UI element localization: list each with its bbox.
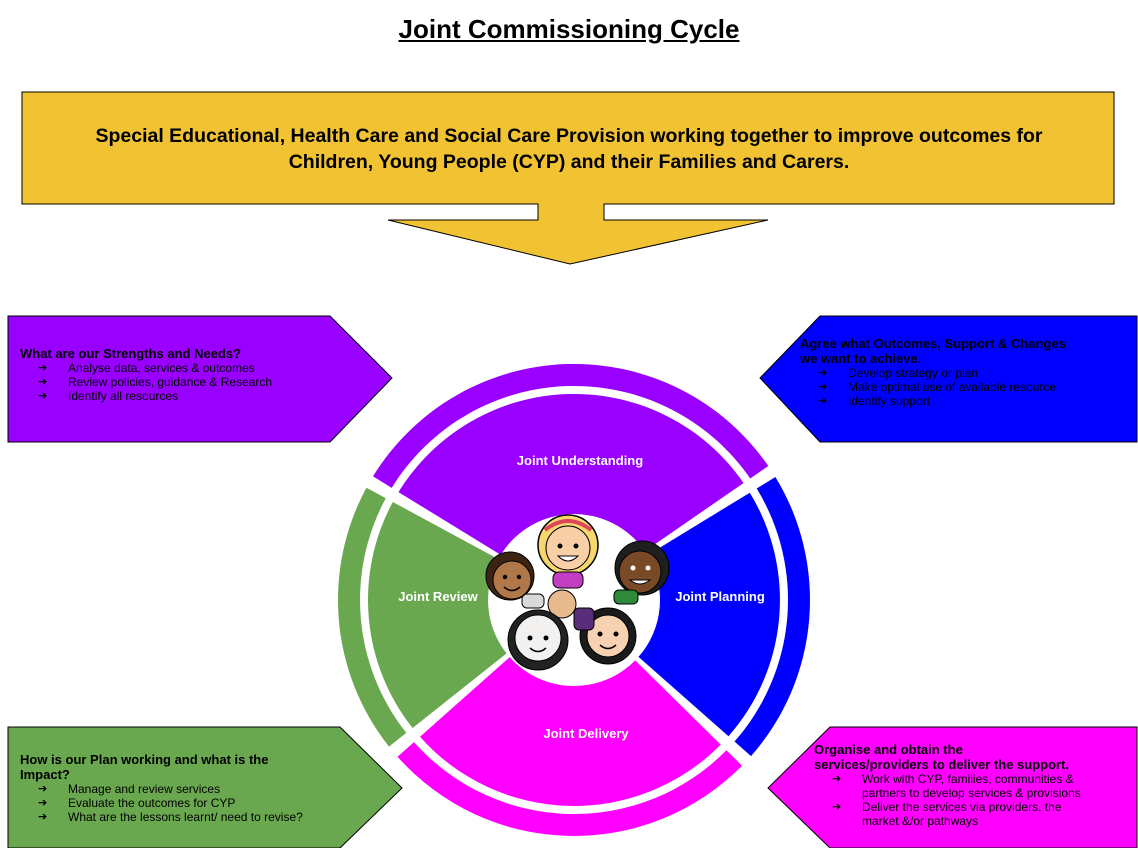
list-item: Analyse data, services & outcomes [20, 361, 350, 375]
segment-planning-outer-arc [734, 477, 810, 757]
organise-obtain-heading-2: services/providers to deliver the suppor… [814, 757, 1070, 772]
outcomes-support-heading-2: we want to achieve. [800, 351, 922, 366]
segment-label-delivery: Joint Delivery [543, 726, 629, 741]
segment-label-review: Joint Review [398, 589, 478, 604]
outcomes-support-list: Develop strategy or plan Make optimal us… [800, 366, 1136, 408]
list-item: Manage and review services [20, 782, 350, 796]
list-item-line: Work with CYP, families, communities & [862, 772, 1074, 786]
strengths-needs-box: What are our Strengths and Needs? Analys… [20, 346, 350, 403]
segment-label-understanding: Joint Understanding [517, 453, 643, 468]
banner-line-2: Children, Young People (CYP) and their F… [288, 151, 850, 173]
banner-line-1: Special Educational, Health Care and Soc… [95, 125, 1043, 147]
segment-label-planning: Joint Planning [675, 589, 765, 604]
plan-impact-heading-1: How is our Plan working and what is the [20, 752, 269, 767]
children-in-circle-icon [485, 514, 670, 671]
segment-delivery [420, 657, 721, 806]
outcomes-support-box: Agree what Outcomes, Support & Changes w… [800, 336, 1136, 408]
banner-text: Special Educational, Health Care and Soc… [26, 95, 1112, 203]
segment-review-outer-arc [337, 487, 407, 747]
segment-delivery-outer-arc [397, 742, 742, 836]
organise-obtain-box: Organise and obtain the services/provide… [814, 742, 1136, 828]
list-item: Work with CYP, families, communities & p… [814, 772, 1136, 800]
banner-arrow-shape [21, 91, 1115, 265]
list-item: Make optimal use of available resource [800, 380, 1136, 394]
list-item: Develop strategy or plan [800, 366, 1136, 380]
list-item: Evaluate the outcomes for CYP [20, 796, 350, 810]
list-item: Deliver the services via providers, the … [814, 800, 1136, 828]
segment-understanding-outer-arc [373, 363, 769, 488]
list-item: Review policies, guidance & Research [20, 375, 350, 389]
strengths-needs-heading: What are our Strengths and Needs? [20, 346, 242, 361]
organise-obtain-heading-1: Organise and obtain the [814, 742, 963, 757]
segment-review [368, 502, 507, 728]
segment-understanding [398, 393, 744, 555]
outcomes-support-heading-1: Agree what Outcomes, Support & Changes [800, 336, 1066, 351]
list-item-line: partners to develop services & provision… [862, 786, 1081, 800]
list-item: Identify all resources [20, 389, 350, 403]
list-item: Identify support [800, 394, 1136, 408]
list-item: What are the lessons learnt/ need to rev… [20, 810, 350, 824]
plan-impact-heading-2: Impact? [20, 767, 70, 782]
strengths-needs-list: Analyse data, services & outcomes Review… [20, 361, 350, 403]
segment-planning [638, 492, 780, 737]
organise-obtain-list: Work with CYP, families, communities & p… [814, 772, 1136, 828]
list-item-line: market &/or pathways [862, 814, 979, 828]
page-title: Joint Commissioning Cycle [398, 14, 740, 44]
plan-impact-box: How is our Plan working and what is the … [20, 752, 350, 824]
plan-impact-list: Manage and review services Evaluate the … [20, 782, 350, 824]
list-item-line: Deliver the services via providers, the [862, 800, 1062, 814]
